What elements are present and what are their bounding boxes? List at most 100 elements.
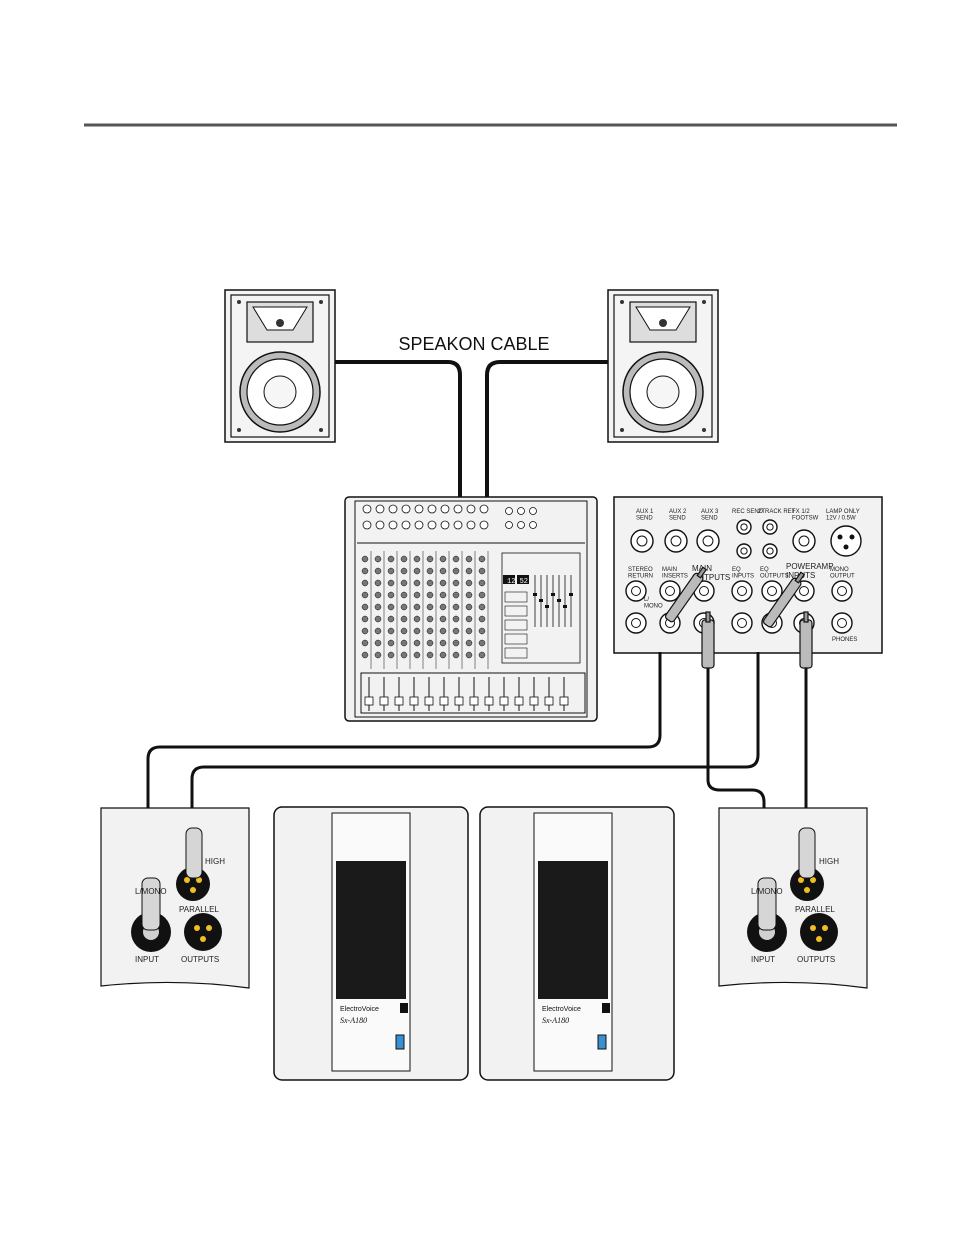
- rear-jack-core: [766, 547, 774, 555]
- fader-cap: [544, 696, 554, 706]
- mixer-knob: [374, 615, 382, 623]
- rear-jack-core: [699, 586, 709, 596]
- mixer-knob: [361, 555, 369, 563]
- mixer-knob: [387, 639, 395, 647]
- mixer-knob: [400, 555, 408, 563]
- lamp-xlr-pin: [837, 534, 843, 540]
- mixer-knob: [465, 627, 473, 635]
- speaker-left: [224, 289, 336, 443]
- fader-cap: [514, 696, 524, 706]
- eq-slider-cap: [557, 599, 561, 602]
- mixer-knob: [387, 615, 395, 623]
- mixer-xlr-jack: [466, 504, 476, 514]
- rear-jack-core: [837, 586, 847, 596]
- mixer-knob: [387, 651, 395, 659]
- mixer-knob: [426, 567, 434, 575]
- mixer-knob: [465, 555, 473, 563]
- mixer-knob: [387, 627, 395, 635]
- eq-slider-cap: [539, 599, 543, 602]
- mixer-knob: [465, 603, 473, 611]
- master-meter: [504, 647, 528, 659]
- sub-left-model: Sx-A180: [340, 1016, 367, 1025]
- sub-input-panel-right: L/MONO HIGH PARALLEL INPUT OUTPUTS: [718, 807, 868, 989]
- mixer-knob: [439, 639, 447, 647]
- rear-jack-core: [665, 586, 675, 596]
- mixer-aux-jack: [505, 507, 513, 515]
- mixer-knob: [439, 579, 447, 587]
- mixer-knob: [413, 579, 421, 587]
- rear-jack-core: [837, 618, 847, 628]
- eq-slider-cap: [551, 593, 555, 596]
- label-rec-send: REC SEND: [732, 509, 764, 515]
- mixer-line-jack: [479, 520, 489, 530]
- mixer-knob: [478, 567, 486, 575]
- mixer-knob: [439, 567, 447, 575]
- mixer-knob: [400, 603, 408, 611]
- mixer-knob: [413, 567, 421, 575]
- lamp-xlr-pin: [843, 544, 849, 550]
- mixer-display: 12 52: [507, 578, 528, 586]
- mixer-knob: [361, 639, 369, 647]
- rear-jack-core: [798, 535, 810, 547]
- rear-jack-core: [737, 586, 747, 596]
- mixer-knob: [387, 555, 395, 563]
- speakon-cables: [335, 360, 608, 500]
- mixer-knob: [374, 627, 382, 635]
- mixer-knob: [374, 555, 382, 563]
- fader-cap: [409, 696, 419, 706]
- mixer-xlr-jack: [427, 504, 437, 514]
- mixer-knob: [478, 627, 486, 635]
- mixer-knob: [452, 627, 460, 635]
- eq-slider-cap: [569, 593, 573, 596]
- mixer-line-jack: [427, 520, 437, 530]
- mixer-knob: [426, 591, 434, 599]
- mixer-knob: [452, 567, 460, 575]
- mixer-knob: [478, 555, 486, 563]
- mixer-aux-jack: [529, 521, 537, 529]
- mixer-line-jack: [440, 520, 450, 530]
- mixer-knob: [439, 651, 447, 659]
- mixer-knob: [361, 615, 369, 623]
- mixer-knob: [439, 627, 447, 635]
- fader-cap: [484, 696, 494, 706]
- sub-right-l-mono: L/MONO: [751, 887, 783, 896]
- mixer-knob: [361, 603, 369, 611]
- mixer-knob: [387, 579, 395, 587]
- fader-cap: [364, 696, 374, 706]
- master-meter: [504, 591, 528, 603]
- mixer-aux-jack: [529, 507, 537, 515]
- mixer-line-jack: [362, 520, 372, 530]
- mixer-knob: [361, 567, 369, 575]
- mixer-knob: [400, 651, 408, 659]
- mixer-knob: [478, 591, 486, 599]
- mixer-xlr-jack: [388, 504, 398, 514]
- mixer-knob: [465, 639, 473, 647]
- mixer-knob: [439, 555, 447, 563]
- mixer-knob: [413, 591, 421, 599]
- mixer-knob: [400, 627, 408, 635]
- mixer-knob: [452, 639, 460, 647]
- mixer-xlr-jack: [362, 504, 372, 514]
- mixer-knob: [400, 639, 408, 647]
- mixer-aux-jack: [505, 521, 513, 529]
- mixer-knob: [387, 591, 395, 599]
- mixer-knob: [413, 603, 421, 611]
- mixer-knob: [413, 555, 421, 563]
- rear-jack-core: [740, 547, 748, 555]
- sub-right-brand: ElectroVoice: [542, 1006, 581, 1013]
- master-meter: [504, 619, 528, 631]
- rear-jack-core: [740, 523, 748, 531]
- fader-cap: [559, 696, 569, 706]
- rear-jack-core: [737, 618, 747, 628]
- sub-right-parallel: PARALLEL: [795, 905, 835, 914]
- rear-jack-core: [670, 535, 682, 547]
- mixer-knob: [465, 567, 473, 575]
- mixer-aux-jack: [517, 521, 525, 529]
